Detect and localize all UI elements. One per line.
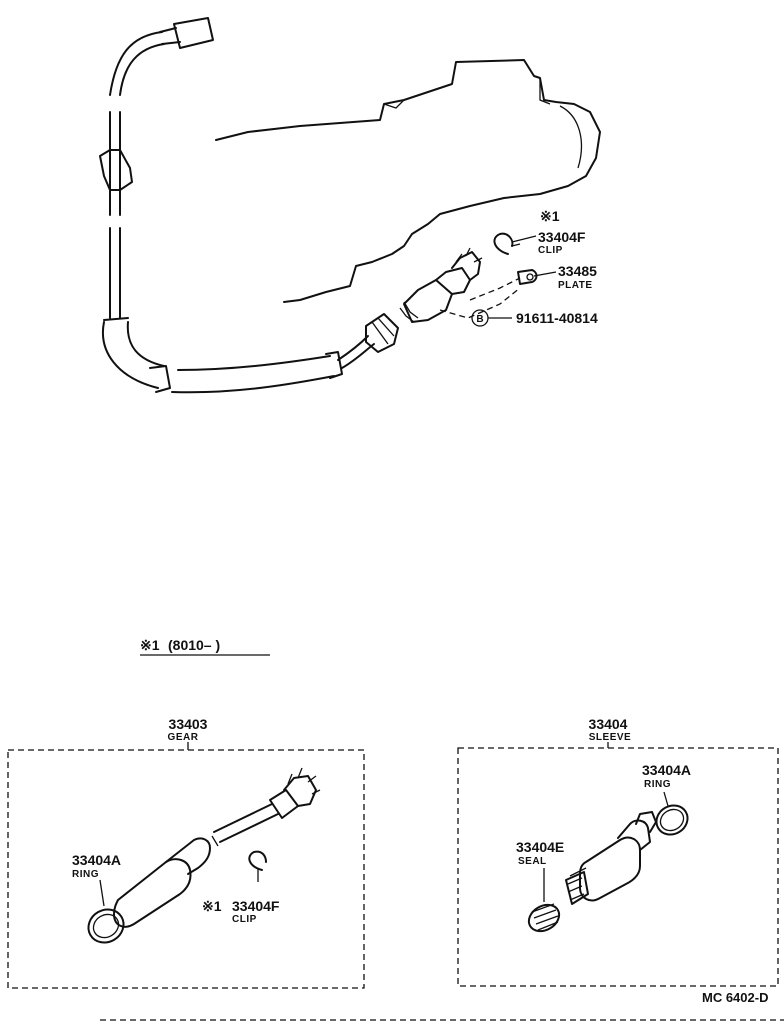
bolt-part: 91611-40814	[516, 310, 598, 326]
clip-icon-gear	[248, 850, 267, 882]
gear-ring-part: 33404A	[72, 852, 121, 868]
seal-part: 33404E	[516, 839, 564, 855]
plate-part: 33485	[558, 263, 597, 279]
clip-icon	[493, 232, 521, 255]
seal-icon	[527, 903, 561, 933]
sleeve-ring-name: RING	[644, 779, 671, 790]
sleeve-drawing	[565, 811, 657, 905]
footnote-text: (8010– )	[168, 637, 220, 653]
diagram-code: MC 6402-D	[702, 990, 768, 1005]
seal-name: SEAL	[518, 856, 547, 867]
driven-gear-sleeve	[399, 247, 521, 323]
gear-clip-part: 33404F	[232, 898, 280, 914]
gear-clip-name: CLIP	[232, 914, 257, 925]
clip-name-top: CLIP	[538, 245, 563, 256]
transmission-outline	[215, 59, 601, 303]
gear-box-frame	[7, 749, 365, 989]
gear-clip-note: ※1	[202, 898, 222, 914]
speedometer-cable	[99, 17, 399, 394]
ring-icon-gear	[87, 908, 125, 944]
bolt-marker: B	[476, 314, 483, 325]
sleeve-ring-part: 33404A	[642, 762, 691, 778]
gear-part: 33403	[169, 716, 208, 732]
gear-ring-name: RING	[72, 869, 99, 880]
sleeve-box-frame	[457, 747, 779, 987]
ring-icon-sleeve	[655, 804, 689, 836]
gear-name: GEAR	[168, 732, 199, 743]
sleeve-name: SLEEVE	[589, 732, 631, 743]
clip-part-top: 33404F	[538, 229, 586, 245]
plate-name: PLATE	[558, 280, 593, 291]
clip-note-top: ※1	[540, 208, 560, 224]
plate-icon	[517, 269, 538, 285]
sleeve-part: 33404	[589, 716, 628, 732]
footnote-mark: ※1	[140, 637, 160, 653]
